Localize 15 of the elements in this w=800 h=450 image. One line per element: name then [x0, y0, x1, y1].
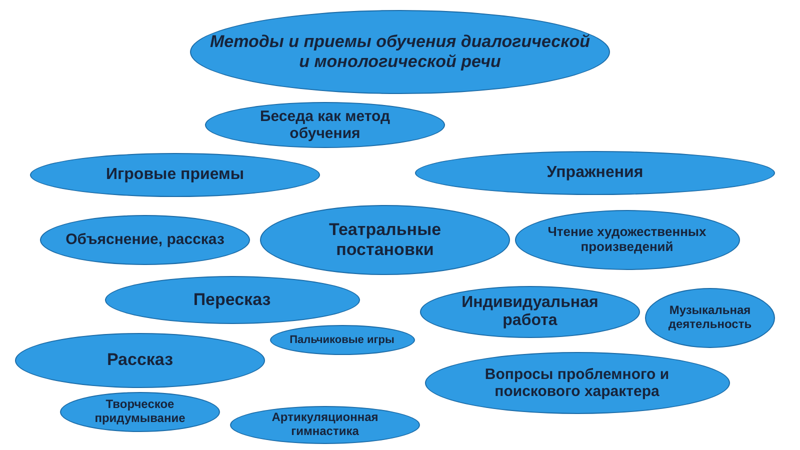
ellipse-label: Пересказ — [193, 290, 271, 310]
ellipse-label: Беседа как метод обучения — [258, 108, 392, 142]
ellipse-label: Объяснение, рассказ — [66, 231, 224, 249]
ellipse-label: Творческое придумывание — [94, 398, 186, 426]
ellipse-label: Театральные постановки — [328, 220, 442, 260]
ellipse-label: Методы и приемы обучения диалогической и монологической речи — [209, 32, 591, 72]
ellipse-label: Музыкальная деятельность — [667, 304, 753, 332]
ellipse-label: Упражнения — [546, 164, 644, 182]
ellipse-label: Вопросы проблемного и поискового характера — [484, 366, 670, 400]
ellipse-label: Пальчиковые игры — [290, 334, 394, 346]
ellipse-label: Индивидуальная работа — [460, 294, 600, 330]
ellipse-label: Рассказ — [106, 350, 174, 370]
ellipse-label: Чтение художественных произведений — [546, 225, 708, 255]
ellipse-label: Артикуляционная гимнастика — [270, 411, 380, 439]
ellipse-label: Игровые приемы — [106, 166, 244, 184]
